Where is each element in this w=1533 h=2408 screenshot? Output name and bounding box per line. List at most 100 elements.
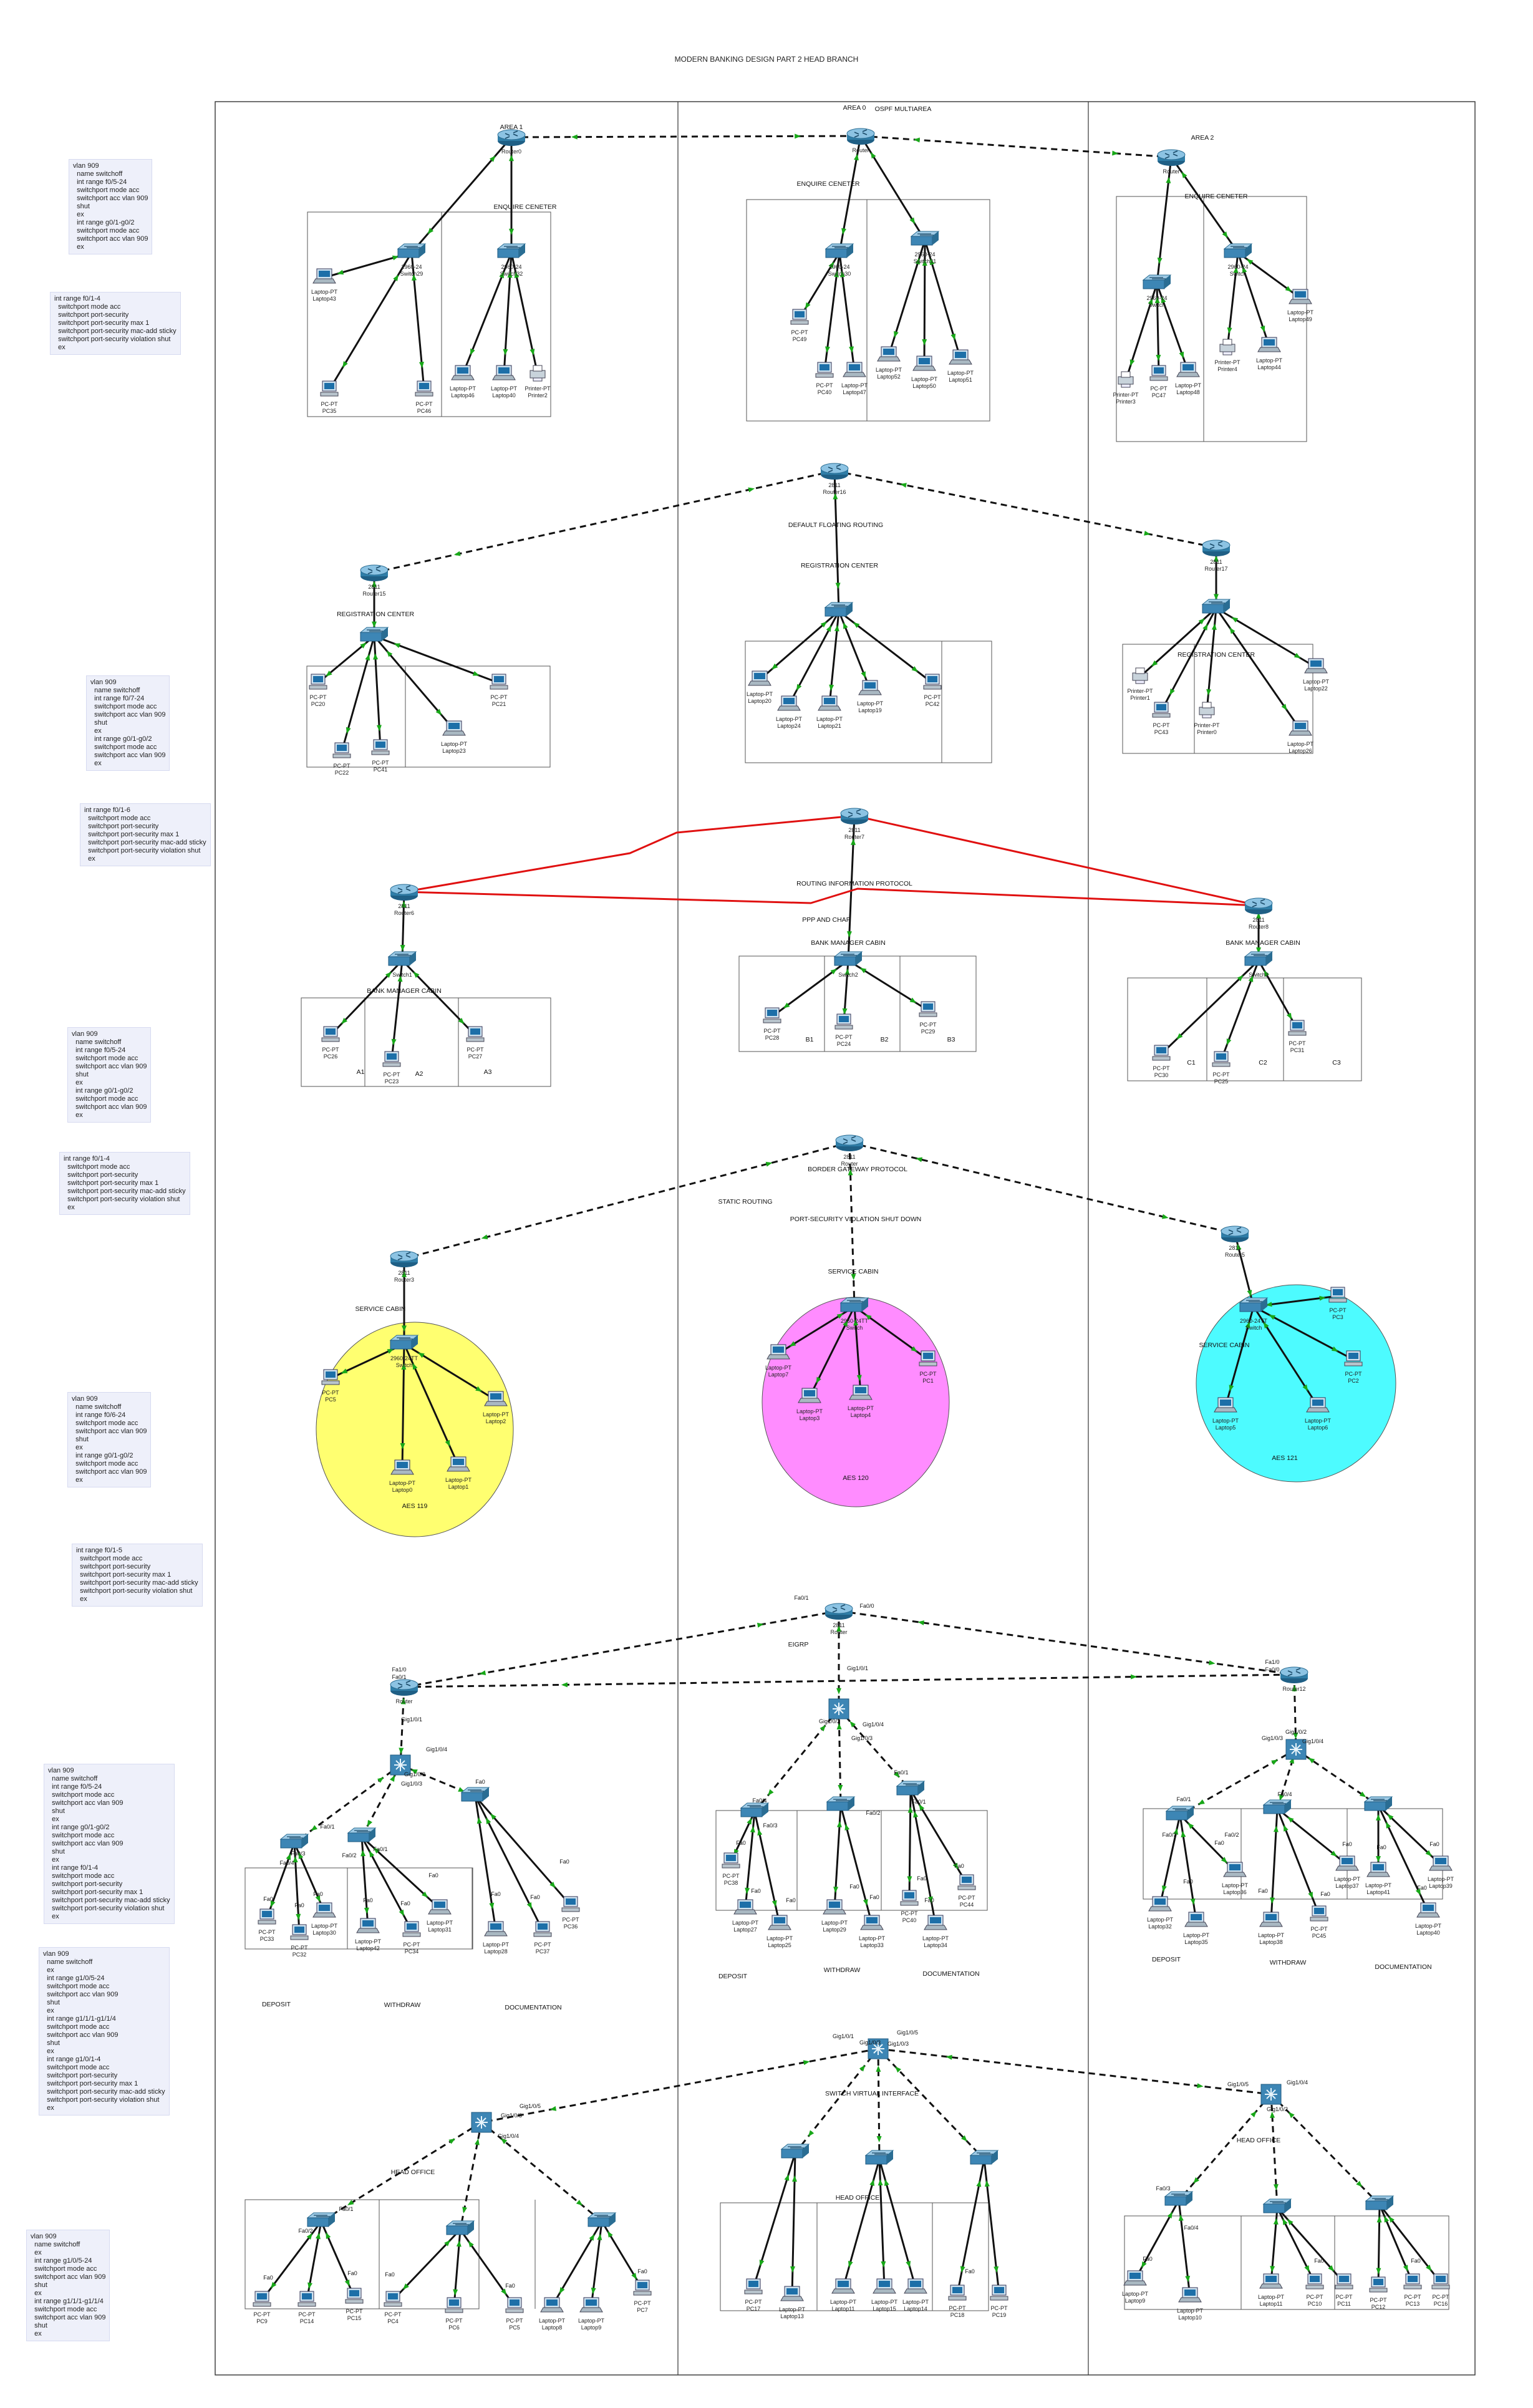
port-status-indicator [1270,2111,1275,2118]
port-status-indicator [489,1902,495,1910]
link [839,1805,873,1925]
interface-label: Gig1/0/3 [501,2112,522,2119]
port-status-indicator [913,1811,919,1818]
port-status-indicator [1308,1758,1315,1764]
port-status-indicator [1294,652,1301,659]
interface-label: Fa0 [263,2275,273,2281]
device-label: Laptop44 [1257,364,1281,370]
device-label: Laptop1 [448,1484,469,1490]
area-box [307,211,551,417]
link [459,2122,483,2230]
area-box [720,2202,989,2311]
port-status-indicator [1376,1814,1381,1821]
port-status-indicator [1229,627,1236,634]
device-label: PC-PT [299,2311,316,2318]
pc-icon [345,2288,364,2304]
device-label: PC36 [564,1923,578,1930]
device-label: PC-PT [404,1941,421,1948]
pc-icon [834,1013,853,1030]
section-label: STATIC ROUTING [718,1198,772,1206]
interface-label: Fa0 [491,1891,501,1897]
device-label: Laptop20 [748,698,771,704]
laptop-icon [540,2297,564,2313]
port-status-indicator [1260,325,1265,332]
port-status-indicator [397,975,403,982]
port-status-indicator [915,258,920,265]
pc-icon [371,739,390,755]
printer-icon [1118,371,1134,388]
section-label: EIGRP [788,1641,809,1648]
port-status-indicator [1161,1885,1167,1892]
area-frames [215,101,1476,2376]
device-label: PC-PT [1405,2294,1422,2300]
device-label: PC-PT [1213,1071,1231,1078]
device-label: Laptop47 [843,389,866,395]
interface-label: Fa0 [1417,1885,1427,1891]
device-label: PC-PT [1289,1040,1307,1047]
port-status-indicator [399,1748,404,1754]
port-status-indicator [1415,1888,1421,1895]
interface-label: Fa0/0 [1265,1666,1279,1673]
device-label: PC20 [311,701,326,707]
interface-label: Fa0/3 [1156,2185,1170,2192]
pc-icon [957,1874,976,1890]
router-icon [820,463,849,480]
device-label: Laptop-PT [902,2299,929,2305]
device-label: Laptop-PT [859,1935,886,1941]
link [752,2152,796,2288]
device-label: Laptop-PT [1256,357,1283,364]
section-label: DEFAULT FLOATING ROUTING [788,521,883,529]
port-status-indicator [503,349,508,355]
port-status-indicator [790,2266,796,2273]
port-status-indicator [326,2232,331,2239]
config-block-6: int range f0/1-4 switchport mode acc swi… [59,1152,190,1215]
port-status-indicator [841,228,846,235]
port-status-indicator [952,1862,959,1870]
switch-icon [833,951,863,966]
port-status-indicator [836,1313,844,1319]
interface-label: Fa0 [263,1896,273,1902]
port-status-indicator [884,2179,889,2186]
device-label: 2960-24 [501,264,521,270]
pc-icon [321,1369,340,1385]
device-label: Laptop-PT [1303,679,1330,685]
switch-icon [780,2144,810,2159]
port-status-indicator [876,2136,882,2143]
pc-icon [1431,2273,1450,2290]
section-label: B1 [806,1036,814,1043]
laptop-icon [733,1899,757,1915]
device-label: Laptop48 [1176,389,1200,395]
port-status-indicator [631,2273,637,2280]
interface-label: Gig1/0/4 [863,1721,884,1728]
port-status-indicator [399,1909,404,1917]
device-label: PC43 [1154,729,1169,735]
port-status-indicator [1148,298,1153,305]
section-label: DEPOSIT [262,2001,291,2008]
section-label: BORDER GATEWAY PROTOCOL [808,1166,907,1173]
router-icon [835,1134,864,1151]
port-status-indicator [293,1856,298,1863]
section-label: WITHDRAW [824,1966,861,1974]
port-status-indicator [820,1724,826,1732]
link [341,636,375,752]
interface-label: Fa0 [1411,2258,1421,2264]
port-status-indicator [412,1363,418,1370]
port-status-indicator [1263,1322,1269,1329]
device-label: PC-PT [322,1047,340,1053]
area-box [306,665,551,768]
config-block-5: vlan 909 name switchoff int range f0/5-2… [67,1027,152,1123]
interface-label: Fa0 [1214,1840,1224,1846]
section-label: BANK MANAGER CABIN [367,987,442,995]
device-label: PC12 [1371,2304,1386,2310]
link [878,2159,917,2288]
interface-label: Gig1/0/5 [520,2103,541,2109]
port-status-indicator [1246,259,1254,265]
port-status-indicator [865,1314,872,1320]
switch-icon [825,243,854,258]
pc-icon [1328,1287,1347,1303]
laptop-icon [1289,720,1312,736]
device-label: PC-PT [534,1941,552,1948]
laptop-icon [1335,1855,1359,1871]
link [849,1141,1236,1235]
